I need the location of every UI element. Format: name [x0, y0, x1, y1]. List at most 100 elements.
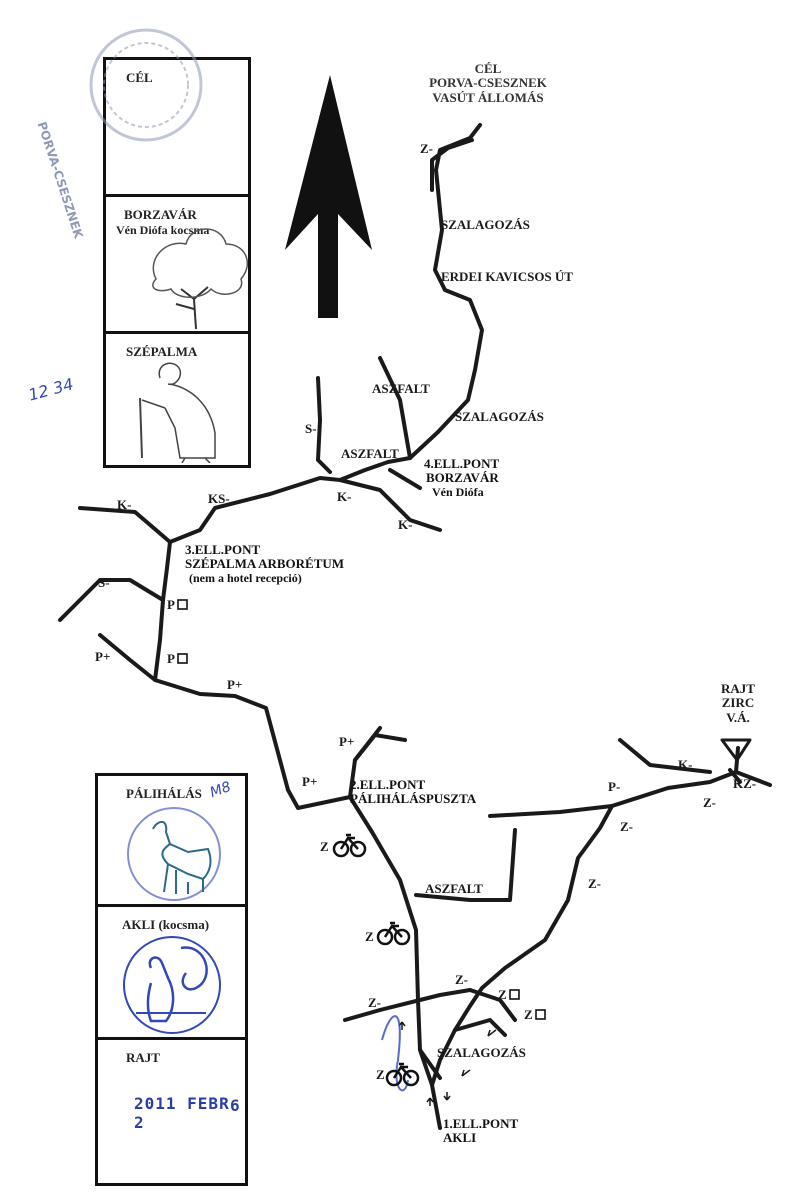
trail-s-north — [316, 376, 332, 474]
trail-label: P — [167, 651, 175, 666]
trail-label: P+ — [95, 649, 111, 664]
trail-label: KS- — [208, 491, 230, 506]
checkpoint-3: 3.ELL.PONT SZÉPALMA ARBORÉTUM (nem a hot… — [185, 542, 345, 585]
date-stamp: 2011 FEBR 2 — [134, 1094, 230, 1132]
trail-label: Z — [320, 839, 329, 854]
trail-label: P+ — [339, 734, 355, 749]
handwriting-note: M8 — [207, 778, 234, 802]
trail-label: S- — [98, 575, 110, 590]
start-line1: RAJT — [721, 681, 755, 696]
legend-cell-title: BORZAVÁR — [124, 207, 197, 222]
trail-aszfalt-north — [378, 356, 412, 460]
trail-label: ASZFALT — [341, 446, 399, 461]
trail-label: S- — [305, 421, 317, 436]
legend-cell-title: PÁLIHÁLÁS — [126, 786, 202, 801]
trail-loop — [418, 1048, 442, 1080]
trail-label: ASZFALT — [425, 881, 483, 896]
goat-stamp-icon — [127, 807, 221, 901]
legend-cell-title: SZÉPALMA — [126, 344, 198, 359]
trail-label: P- — [608, 779, 621, 794]
trail-label: ERDEI KAVICSOS ÚT — [441, 269, 573, 284]
trail-aszfalt-road — [414, 828, 517, 902]
finish-line1: CÉL — [474, 61, 502, 76]
trail-z-west — [343, 988, 472, 1022]
trail-label: Z — [524, 1007, 533, 1022]
checkpoint-4: 4.ELL.PONT BORZAVÁR Vén Diófa — [424, 456, 500, 499]
stamp-icon — [89, 28, 203, 142]
legend-cell-szepalma: SZÉPALMA — [106, 334, 248, 465]
bicycle-icon — [376, 921, 411, 946]
finish-line2: PORVA-CSESZNEK — [429, 75, 547, 91]
checkpoint-title: 1.ELL.PONT — [443, 1116, 519, 1131]
legend-cell-title: CÉL — [126, 70, 153, 85]
bicycle-icon — [332, 833, 367, 858]
trail-p-plus-branch — [353, 726, 382, 762]
legend-cell-cel: CÉL — [89, 28, 248, 197]
finish-line3: VASÚT ÁLLOMÁS — [432, 89, 544, 105]
date-stamp-suffix: 6 — [230, 1096, 241, 1115]
checkpoint-1: 1.ELL.PONT AKLI — [443, 1116, 519, 1146]
finish-parallel — [430, 138, 474, 192]
checkpoint-note: Vén Diófa — [432, 484, 484, 499]
checkpoint-place: BORZAVÁR — [426, 470, 499, 486]
trail-label: P — [167, 597, 175, 612]
checkpoint-place: AKLI — [443, 1130, 477, 1146]
trail-label: SZALAGOZÁS — [437, 1045, 526, 1060]
route-cp2-cp3 — [153, 540, 352, 810]
checkpoint-note: (nem a hotel recepció) — [189, 570, 302, 585]
trail-label: SZALAGOZÁS — [455, 409, 544, 424]
trail-label: ASZFALT — [372, 381, 430, 396]
trail-p-plus-west — [98, 633, 157, 682]
checkpoint-place: PÁLIHÁLÁSPUSZTA — [350, 791, 477, 807]
legend-cell-palihalas: PÁLIHÁLÁS M8 — [98, 776, 245, 907]
trail-label: Z- — [368, 995, 381, 1010]
trail-s-south — [58, 578, 165, 622]
checkpoint-title: 4.ELL.PONT — [424, 456, 500, 471]
legend-panel-top: CÉL BORZAVÁR Vén Diófa kocsma SZÉPALMA — [89, 28, 251, 468]
main-route — [430, 746, 740, 1130]
old-woman-icon — [139, 362, 216, 463]
trail-label: K- — [678, 757, 693, 772]
checkpoint-place: SZÉPALMA ARBORÉTUM — [185, 556, 345, 572]
start-line3: V.Á. — [726, 709, 750, 725]
north-arrow — [285, 75, 372, 318]
trail-label: Z — [365, 929, 374, 944]
trail-label: K- — [337, 489, 352, 504]
trail-label: KZ- — [733, 776, 757, 791]
trail-label: SZALAGOZÁS — [441, 217, 530, 232]
trail-label: K- — [117, 497, 132, 512]
finish-label: CÉL PORVA-CSESZNEK VASÚT ÁLLOMÁS — [418, 61, 558, 105]
trail-szalagozas — [453, 1018, 507, 1037]
trail-label: Z- — [620, 819, 633, 834]
trail-label: Z- — [588, 876, 601, 891]
legend-panel-bottom: PÁLIHÁLÁS M8 AKLI (kocsma) RAJT 2011 FEB… — [95, 773, 248, 1186]
trail-z-square — [468, 988, 517, 1022]
start-line2: ZIRC — [721, 695, 755, 711]
trail-label: K- — [398, 517, 413, 532]
checkpoint-title: 3.ELL.PONT — [185, 542, 261, 557]
trail-z-north — [728, 768, 742, 784]
trail-label: Z- — [703, 795, 716, 810]
trail-kz-east — [734, 770, 772, 787]
legend-cell-title: RAJT — [126, 1050, 160, 1065]
squirrel-stamp-icon — [123, 936, 221, 1034]
legend-cell-akli: AKLI (kocsma) — [98, 907, 245, 1040]
tree-icon — [152, 228, 248, 329]
bicycle-icon — [385, 1062, 420, 1087]
trail-label: P+ — [227, 677, 243, 692]
trail-k-east — [388, 468, 422, 490]
legend-cell-subtitle: Vén Diófa kocsma — [116, 223, 210, 237]
route-cp3-cp4 — [168, 456, 412, 544]
trail-k-northeast — [618, 738, 712, 774]
trail-label: Z- — [420, 141, 433, 156]
checkpoint-2: 2.ELL.PONT PÁLIHÁLÁSPUSZTA — [350, 777, 477, 807]
legend-cell-title: AKLI (kocsma) — [122, 917, 210, 932]
legend-cell-rajt: RAJT 2011 FEBR 2 6 — [98, 1040, 245, 1183]
start-label: RAJT ZIRC V.Á. — [712, 681, 764, 725]
trail-label: P+ — [302, 774, 318, 789]
trail-label: Z — [498, 987, 507, 1002]
start-triangle — [720, 738, 752, 762]
route-cp4-finish — [408, 123, 484, 460]
trail-p-minus — [488, 804, 614, 818]
